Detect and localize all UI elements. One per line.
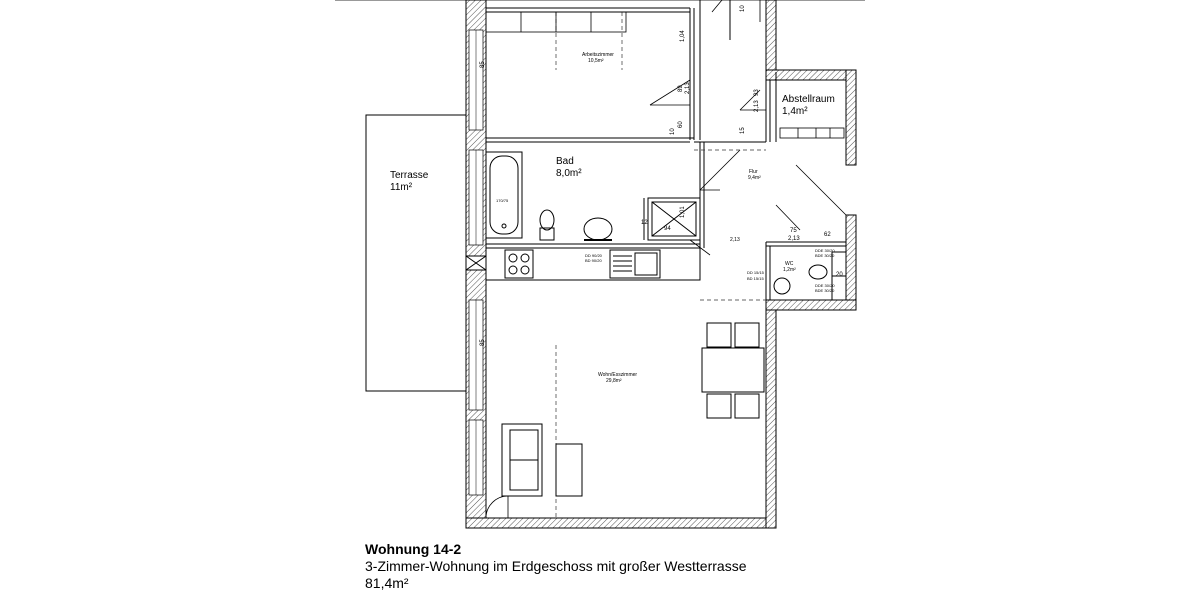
toilet-bad	[539, 209, 555, 241]
apartment-description: 3-Zimmer-Wohnung im Erdgeschoss mit groß…	[365, 558, 747, 574]
dim-62: 62	[824, 232, 831, 238]
dim-93: 93	[754, 89, 760, 96]
bad-label: Bad	[556, 156, 574, 167]
wc-area: 1,2m²	[783, 267, 796, 273]
dimension-labels: 1,04 2,13 89 60 10 10 15 2,13 93 85 85 1…	[480, 5, 843, 346]
wc-south-wall	[765, 299, 857, 311]
dim-85a: 85	[480, 61, 486, 68]
terrace-area	[365, 114, 467, 392]
dim-20: 20	[836, 272, 843, 278]
wardrobe	[485, 11, 627, 33]
abstellraum-walls	[765, 69, 857, 81]
abstellraum-area: 1,4m²	[782, 106, 808, 117]
dim-89: 89	[678, 85, 684, 92]
vent-dde-1: DDE 30/20	[815, 248, 835, 253]
vent-dde-2: BDE 30/20	[815, 253, 835, 258]
east-wall-living	[765, 299, 777, 529]
apartment-area: 81,4m²	[365, 575, 409, 591]
kitchen-counter	[485, 247, 701, 281]
dim-2-13a: 2,13	[685, 82, 691, 94]
dim-60: 60	[678, 121, 684, 128]
dim-10a: 10	[670, 128, 676, 135]
bad-area: 8,0m²	[556, 168, 582, 179]
wohn-esszimmer-area: 29,8m²	[606, 378, 622, 384]
wc-fixtures	[773, 251, 847, 301]
bathtub	[485, 151, 523, 239]
dim-94: 94	[664, 226, 671, 232]
dim-15: 15	[740, 127, 746, 134]
abstellraum-shelf	[779, 127, 845, 139]
wohn-esszimmer-label: Wohn/Esszimmer	[598, 372, 637, 378]
dim-2-13d: 2,13	[730, 237, 740, 243]
apartment-title: Wohnung 14-2	[365, 541, 462, 557]
wc-east-wall	[845, 214, 857, 311]
dim-10b: 10	[740, 5, 746, 12]
dining-table	[701, 322, 765, 419]
dashed-guides	[555, 12, 766, 518]
vent-dd-left-2: BD 90/20	[585, 258, 602, 263]
terrasse-label: Terrasse	[390, 170, 429, 181]
vent-dd-mid-2: BD 15/15	[747, 276, 764, 281]
dim-170-75: 170/75	[496, 198, 509, 203]
vent-dde-3: DDE 30/20	[815, 283, 835, 288]
shower	[643, 197, 701, 241]
sink-bad	[583, 217, 613, 241]
dim-1-01: 1,01	[680, 206, 686, 218]
arbeitszimmer-area: 10,5m²	[588, 58, 604, 64]
vent-dd-left-1: DD 90/20	[585, 253, 603, 258]
east-wall-top	[765, 0, 777, 73]
door-swings	[485, 0, 847, 519]
dim-1-04: 1,04	[680, 30, 686, 42]
dim-2-13c: 2,13	[788, 236, 800, 242]
south-wall	[465, 517, 777, 529]
dim-85b: 85	[480, 339, 486, 346]
sofa	[501, 423, 543, 497]
flur-area: 9,4m²	[748, 175, 761, 181]
interior-walls	[486, 0, 846, 300]
vent-dd-mid-1: DD 15/15	[747, 270, 765, 275]
coffee-table	[555, 443, 583, 497]
abstellraum-label: Abstellraum	[782, 94, 835, 105]
wall-marker	[465, 255, 487, 271]
dim-75: 75	[790, 228, 797, 234]
arbeitszimmer-label: Arbeitszimmer	[582, 52, 614, 58]
abstellraum-east-wall	[845, 69, 857, 166]
vent-dde-4: BDE 30/20	[815, 288, 835, 293]
flur-label: Flur	[749, 169, 758, 175]
floor-plan: Terrasse 11m² Arbeitszimmer 10,5m² Bad 8…	[335, 0, 865, 529]
dim-12: 12	[641, 220, 648, 226]
dim-2-13b: 2,13	[754, 100, 760, 112]
wc-label: WC	[785, 261, 794, 267]
vent-labels: DD 90/20 BD 90/20 DD 15/15 BD 15/15 DDE …	[585, 248, 835, 293]
apartment-caption: Wohnung 14-2 3-Zimmer-Wohnung im Erdgesc…	[365, 541, 746, 592]
terrasse-area: 11m²	[390, 182, 413, 193]
